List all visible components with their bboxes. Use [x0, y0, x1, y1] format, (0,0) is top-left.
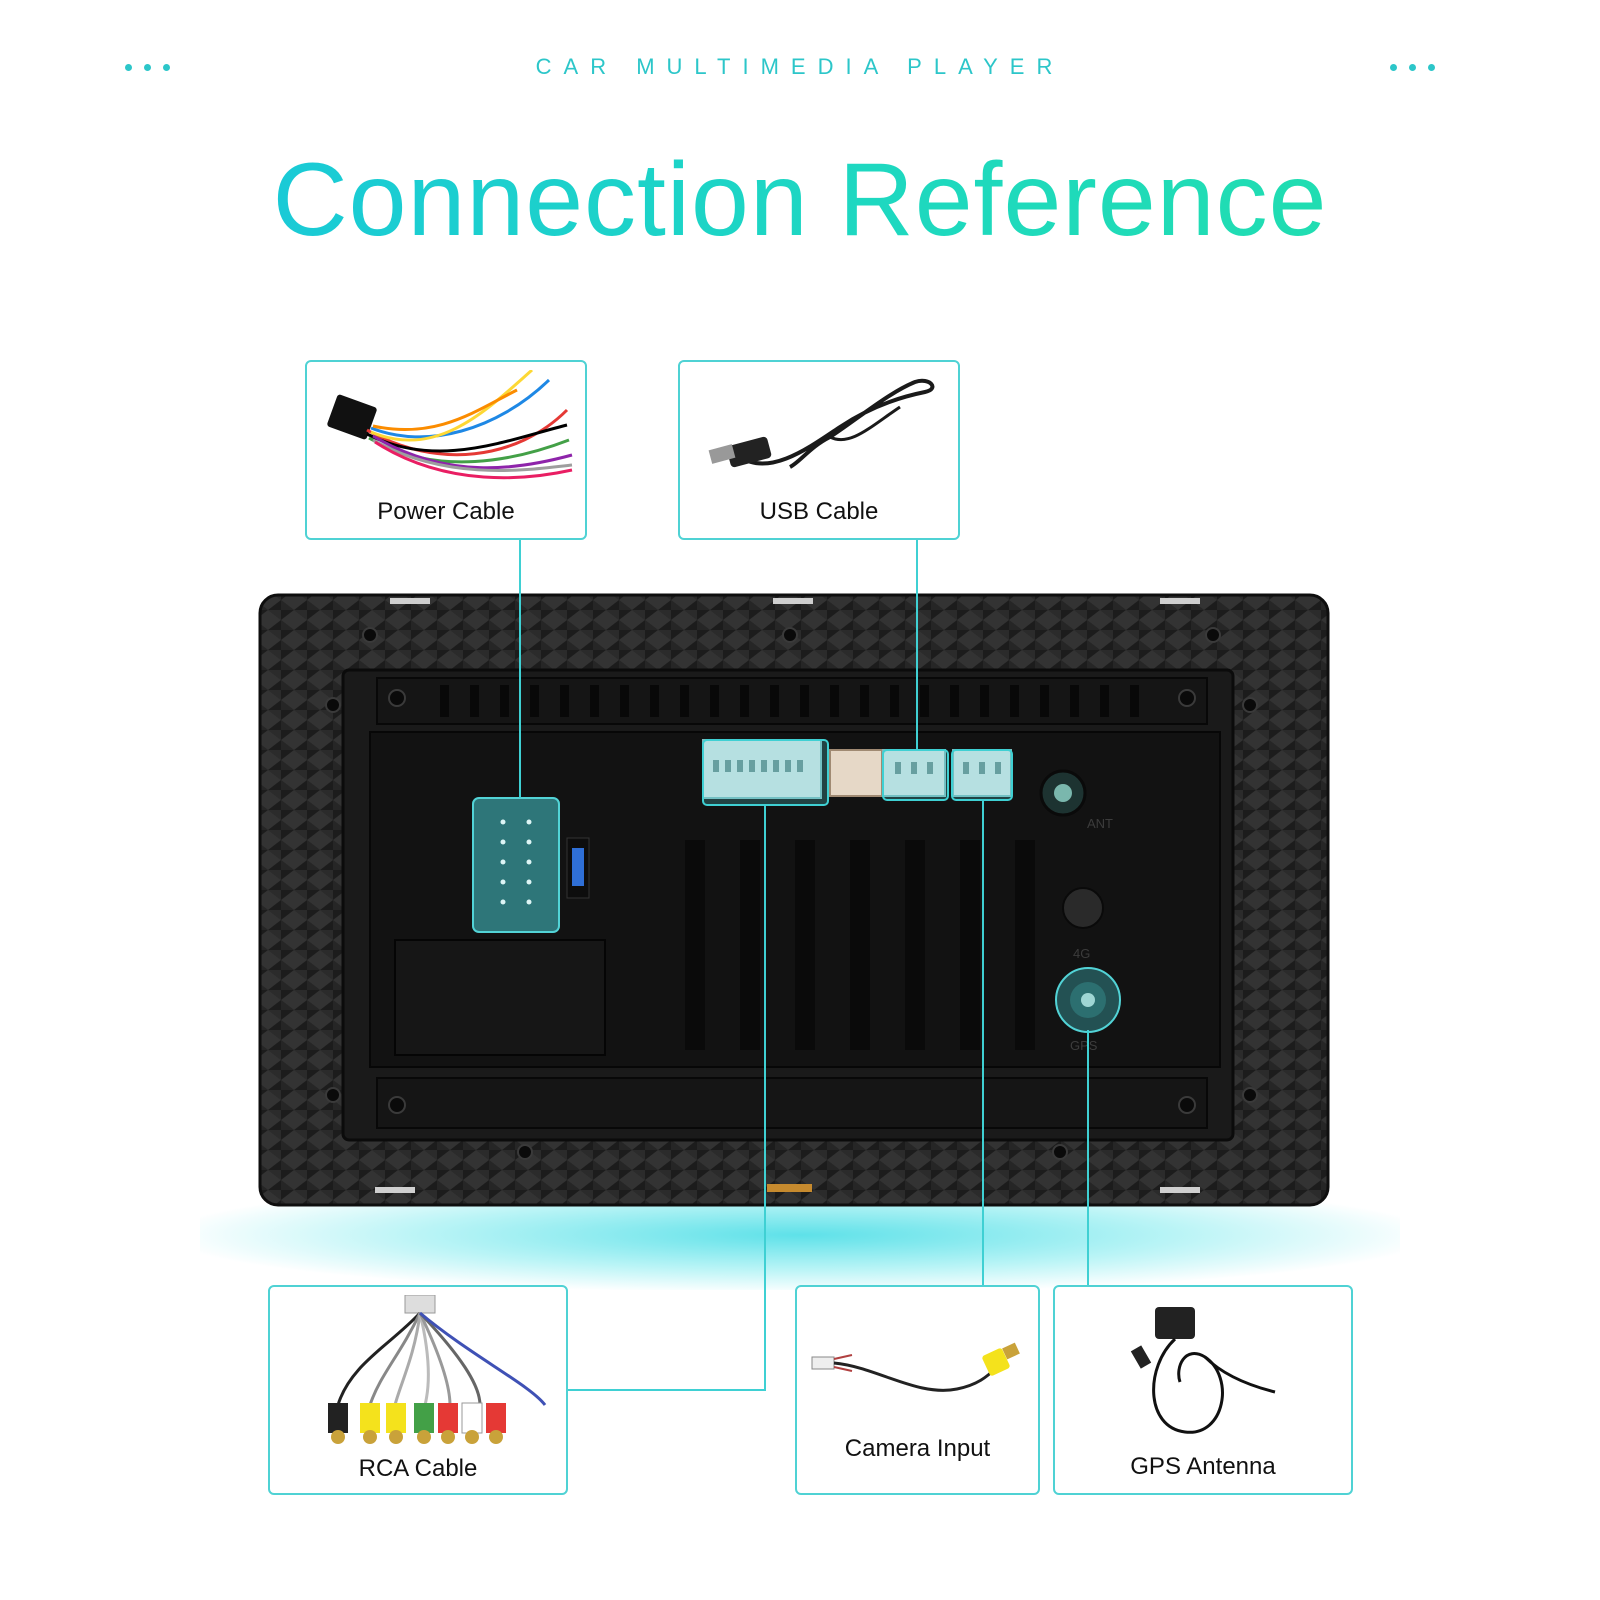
page-title: Connection Reference [0, 140, 1600, 260]
gps-antenna-label: GPS Antenna [1130, 1453, 1276, 1480]
power-cable-label: Power Cable [377, 498, 515, 525]
power-harness-icon [327, 370, 573, 480]
4g-marking: 4G [1073, 946, 1090, 961]
camera-input-card: Camera Input [795, 1285, 1040, 1495]
head-unit-rear-panel: ANT 4G GPS [258, 593, 1330, 1207]
rca-cable-label: RCA Cable [358, 1455, 478, 1482]
gps-antenna-card: GPS Antenna [1053, 1285, 1353, 1495]
power-cable-card: Power Cable [305, 360, 587, 540]
left-dots-decoration [125, 64, 170, 71]
ant-marking: ANT [1087, 816, 1113, 831]
right-dots-decoration [1390, 64, 1435, 71]
usb-cable-icon [708, 378, 935, 469]
rca-harness-icon [328, 1295, 547, 1444]
gps-antenna-icon [1130, 1307, 1276, 1434]
gps-marking: GPS [1070, 1038, 1098, 1053]
usb-cable-label: USB Cable [759, 498, 879, 525]
camera-input-label: Camera Input [844, 1435, 991, 1462]
rca-cable-card: RCA Cable [268, 1285, 568, 1495]
camera-cable-icon [811, 1342, 1020, 1392]
usb-cable-card: USB Cable [678, 360, 960, 540]
page-subtitle: CAR MULTIMEDIA PLAYER [535, 54, 1065, 79]
